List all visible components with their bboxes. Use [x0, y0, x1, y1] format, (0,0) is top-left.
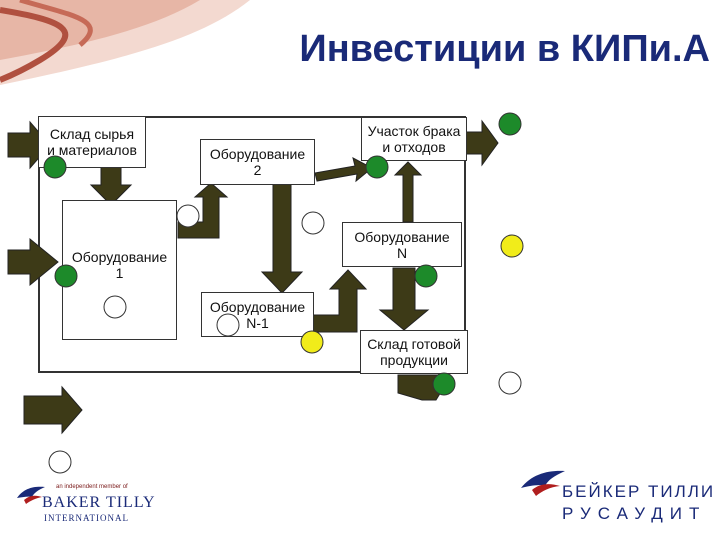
page-title: Инвестиции в КИПи.А: [299, 28, 710, 70]
node-finished-storage: Склад готовой продукции: [360, 330, 468, 374]
right-logo-sub: РУСАУДИТ: [562, 504, 707, 523]
legend-arrow: [23, 385, 83, 435]
arrow-eq2-to-defect: [314, 157, 373, 183]
left-logo-tagline: an independent member of: [56, 484, 128, 490]
indicator-raw-storage: [43, 155, 67, 179]
node-equipment-n-label: Оборудование N: [354, 228, 450, 261]
node-defect-area-label: Участок брака и отходов: [367, 123, 461, 155]
indicator-right-yellow: [500, 234, 524, 258]
bird-icon: [17, 486, 45, 504]
indicator-defect-area: [365, 155, 389, 179]
node-equipment-1: Оборудование 1: [62, 200, 177, 340]
node-equipment-2: Оборудование 2: [200, 139, 315, 185]
indicator-finished-storage: [432, 372, 456, 396]
left-logo-name: BAKER TILLY: [42, 494, 156, 511]
indicator-equipment-n1-yellow: [300, 330, 324, 354]
indicator-equipment-n: [414, 264, 438, 288]
indicator-right-empty: [498, 371, 522, 395]
node-defect-area: Участок брака и отходов: [361, 117, 467, 161]
arrow-eq2-to-eqn1: [260, 182, 304, 294]
indicator-arrow-eq1-empty: [176, 204, 200, 228]
indicator-defect-output: [498, 112, 522, 136]
right-logo-name: БЕЙКЕР ТИЛЛИ: [562, 482, 716, 501]
baker-tilly-international-logo: an independent member of BAKER TILLY INT…: [14, 476, 156, 526]
output-arrow-defect: [465, 119, 499, 167]
node-raw-storage-label: Склад сырья и материалов: [47, 126, 137, 158]
input-arrow-equipment-1: [7, 237, 59, 287]
arrow-eqn1-to-eqn: [311, 269, 368, 333]
indicator-equipment-1-empty: [103, 295, 127, 319]
node-equipment-1-label: Оборудование 1: [71, 249, 168, 281]
indicator-equipment-n1-empty: [216, 313, 240, 337]
indicator-equipment-1: [54, 264, 78, 288]
left-logo-sub: INTERNATIONAL: [44, 513, 129, 523]
bird-icon: [521, 470, 565, 496]
indicator-equipment-2-empty: [301, 211, 325, 235]
corner-decoration: [0, 0, 250, 85]
node-finished-storage-label: Склад готовой продукции: [367, 336, 461, 368]
node-equipment-2-label: Оборудование 2: [209, 146, 306, 178]
node-equipment-n1-label: Оборудование N-1: [209, 298, 306, 331]
arrow-eqn-to-defect: [393, 161, 423, 223]
indicator-legend-empty: [48, 450, 72, 474]
node-equipment-n: Оборудование N: [342, 222, 462, 267]
baker-tilly-rusaudit-logo: БЕЙКЕР ТИЛЛИ РУСАУДИТ: [520, 464, 713, 530]
